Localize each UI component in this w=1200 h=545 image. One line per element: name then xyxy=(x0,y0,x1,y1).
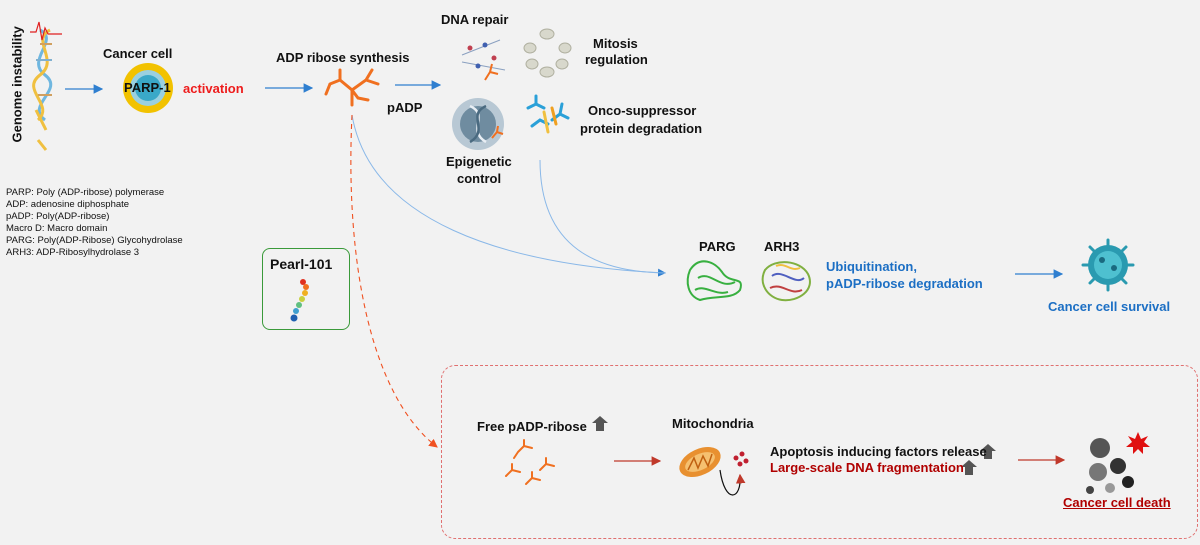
onco-suppressor-label: Onco-suppressor xyxy=(588,103,697,118)
dna-repair-label: DNA repair xyxy=(441,12,509,27)
abbreviation-legend: PARP: Poly (ADP-ribose) polymerase ADP: … xyxy=(6,187,183,259)
cancer-cell-death-icon xyxy=(1086,432,1150,494)
dna-fragmentation-label: Large-scale DNA fragmentation xyxy=(770,460,964,475)
cancer-cell-icon xyxy=(123,63,173,113)
arh3-label: ARH3 xyxy=(764,239,800,254)
pearl-101-box xyxy=(262,248,350,330)
genome-instability-label: Genome instability xyxy=(9,26,25,143)
dna-repair-icon xyxy=(461,39,506,81)
ubiquitination-label: Ubiquitination, xyxy=(826,259,917,274)
regulation-label: regulation xyxy=(585,52,648,67)
dna-helix-icon xyxy=(30,21,62,151)
legend-item: pADP: Poly(ADP-ribose) xyxy=(6,211,110,222)
free-padp-ribose-molecules-icon xyxy=(505,439,555,485)
epigenetic-label: Epigenetic xyxy=(446,154,512,169)
cancer-cell-death-label: Cancer cell death xyxy=(1063,495,1171,510)
pearl-101-molecule-icon xyxy=(290,279,309,322)
protein-degradation-label: protein degradation xyxy=(580,121,703,136)
cancer-cell-label: Cancer cell xyxy=(103,46,173,61)
legend-item: ADP: adenosine diphosphate xyxy=(6,199,130,210)
curve-onco-to-parg xyxy=(539,159,666,274)
control-label: control xyxy=(457,171,502,186)
legend-item: ARH3: ADP-Ribosylhydrolase 3 xyxy=(6,247,140,258)
mitochondria-icon xyxy=(679,446,749,496)
parp1-label: PARP-1 xyxy=(124,80,171,95)
onco-suppressor-icon xyxy=(526,94,570,134)
cancer-cell-death-pathway-box xyxy=(441,365,1198,539)
dashed-arrow-to-death-path xyxy=(350,114,438,448)
parg-protein-icon xyxy=(686,260,742,302)
activation-label: activation xyxy=(183,81,244,96)
padp-label: pADP xyxy=(387,100,423,115)
mitosis-icon xyxy=(523,28,572,78)
cancer-cell-survival-icon xyxy=(1081,238,1135,292)
arh3-protein-icon xyxy=(761,261,811,302)
parg-label: PARG xyxy=(699,239,736,254)
free-padp-ribose-label: Free pADP-ribose xyxy=(477,419,587,434)
pearl-101-label: Pearl-101 xyxy=(270,256,333,272)
apoptosis-label: Apoptosis inducing factors release xyxy=(770,444,987,459)
curve-synthesis-to-parg xyxy=(351,114,666,277)
padp-ribose-degradation-label: pADP-ribose degradation xyxy=(826,276,983,291)
mitochondria-label: Mitochondria xyxy=(672,416,754,431)
cancer-cell-survival-label: Cancer cell survival xyxy=(1048,299,1171,314)
epigenetic-icon xyxy=(452,98,504,150)
mitosis-label: Mitosis xyxy=(593,36,638,51)
increase-arrow-icon xyxy=(592,416,996,475)
adp-ribose-synthesis-label: ADP ribose synthesis xyxy=(276,50,410,65)
adp-ribose-molecule-icon xyxy=(324,68,380,107)
legend-item: PARG: Poly(ADP-Ribose) Glycohydrolase xyxy=(6,235,183,246)
legend-item: Macro D: Macro domain xyxy=(6,223,108,234)
legend-item: PARP: Poly (ADP-ribose) polymerase xyxy=(6,187,165,198)
